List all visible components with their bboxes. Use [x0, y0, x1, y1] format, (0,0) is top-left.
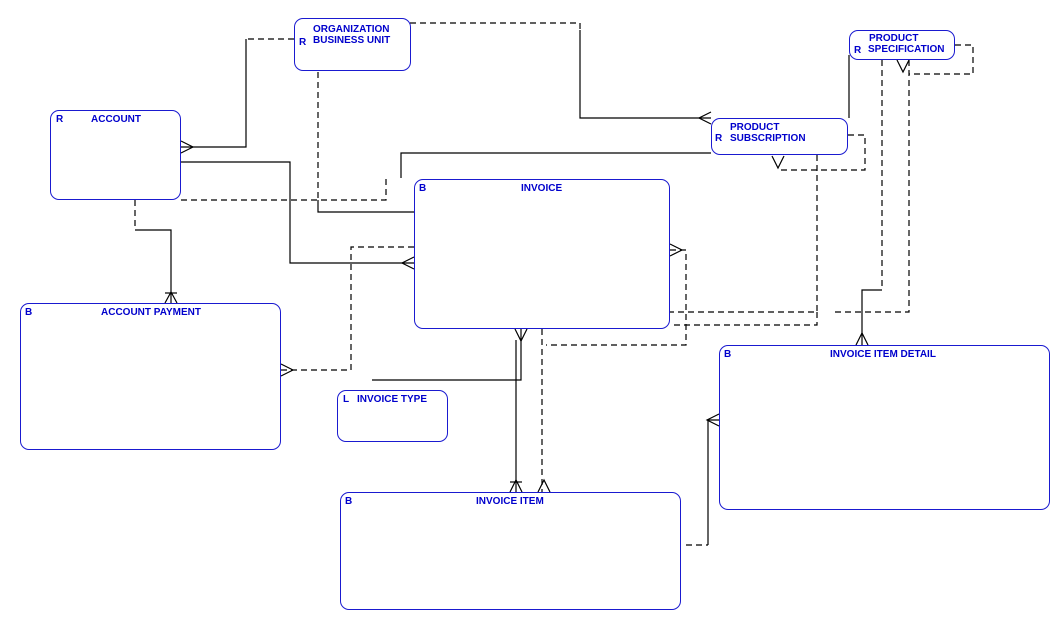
rel-account-invoice — [181, 161, 414, 264]
rel-spec-loop — [909, 44, 974, 75]
entity-code: B — [419, 183, 427, 194]
entity-title: ACCOUNT PAYMENT — [101, 307, 202, 318]
crowfoot-subscription-org — [697, 111, 712, 125]
rel-spec-item-2 — [670, 312, 818, 326]
entity-code: B — [25, 307, 33, 318]
entity-title: INVOICE ITEM DETAIL — [830, 349, 936, 360]
rel-spec-detail — [861, 289, 882, 345]
rel-org-subscription — [579, 30, 711, 119]
rel-invoice-right — [546, 249, 687, 346]
entity-code: R — [56, 114, 64, 125]
rel-item-detail — [707, 419, 719, 545]
crowfoot-subscription — [771, 155, 785, 170]
crowfoot-account-org — [180, 140, 195, 154]
rel-org-account-solid — [181, 39, 247, 148]
entity-invoice-item-detail[interactable]: B INVOICE ITEM DETAIL — [719, 345, 1050, 510]
entity-code: R — [854, 45, 862, 56]
crowfoot-item-invoice — [509, 478, 523, 493]
crowfoot-spec — [896, 59, 910, 74]
rel-subscription-item — [670, 155, 818, 313]
entity-invoice-item[interactable]: B INVOICE ITEM — [340, 492, 681, 610]
crowfoot-detail-spec — [855, 331, 869, 346]
entity-account[interactable]: R ACCOUNT — [50, 110, 181, 200]
entity-product-specification[interactable]: R PRODUCT SPECIFICATION — [849, 30, 955, 60]
rel-type-invoice — [372, 329, 522, 381]
rel-spec-item — [835, 60, 910, 313]
crowfoot-detail-item — [705, 413, 720, 427]
entity-account-payment[interactable]: B ACCOUNT PAYMENT — [20, 303, 281, 450]
entity-title: INVOICE — [521, 183, 563, 194]
entity-code: L — [343, 394, 350, 405]
crowfoot-invoice-account — [400, 256, 415, 270]
entity-title: PRODUCT SPECIFICATION — [868, 33, 944, 55]
entity-product-subscription[interactable]: R PRODUCT SUBSCRIPTION — [711, 118, 848, 155]
rel-account-subscription — [181, 178, 387, 201]
crowfoot-payment-account — [164, 290, 178, 304]
entity-code: R — [299, 37, 307, 48]
entity-title-line: PRODUCT — [869, 33, 919, 44]
entity-title: ACCOUNT — [91, 114, 141, 125]
crowfoot-invoice-type — [514, 328, 528, 343]
entity-title: ORGANIZATION BUSINESS UNIT — [313, 24, 390, 46]
crowfoot-payment-invoice — [280, 363, 295, 377]
crowfoot-invoice-right — [669, 243, 684, 257]
entity-code: B — [724, 349, 732, 360]
entity-title-line: BUSINESS UNIT — [313, 35, 391, 46]
entity-code: B — [345, 496, 353, 507]
entity-title: INVOICE TYPE — [357, 394, 428, 405]
entity-title-line: SUBSCRIPTION — [730, 133, 806, 144]
entity-title-line: PRODUCT — [730, 122, 780, 133]
entity-title-line: SPECIFICATION — [868, 44, 945, 55]
entity-invoice[interactable]: B INVOICE — [414, 179, 670, 329]
entity-title-line: ORGANIZATION — [313, 24, 390, 35]
entity-title: PRODUCT SUBSCRIPTION — [730, 122, 806, 144]
crowfoot-item-invoice-dash — [537, 478, 551, 493]
entity-title: INVOICE ITEM — [476, 496, 544, 507]
entity-organization-business-unit[interactable]: R ORGANIZATION BUSINESS UNIT — [294, 18, 411, 71]
rel-account-payment — [135, 229, 172, 303]
rel-org-invoice — [317, 200, 414, 213]
entity-invoice-type[interactable]: L INVOICE TYPE — [337, 390, 448, 442]
rel-subscription-loop — [780, 134, 866, 171]
rel-org-subscription-dash — [410, 22, 581, 30]
rel-subscription-invoice — [400, 152, 711, 178]
entity-code: R — [715, 133, 723, 144]
rel-payment-invoice — [281, 246, 414, 371]
